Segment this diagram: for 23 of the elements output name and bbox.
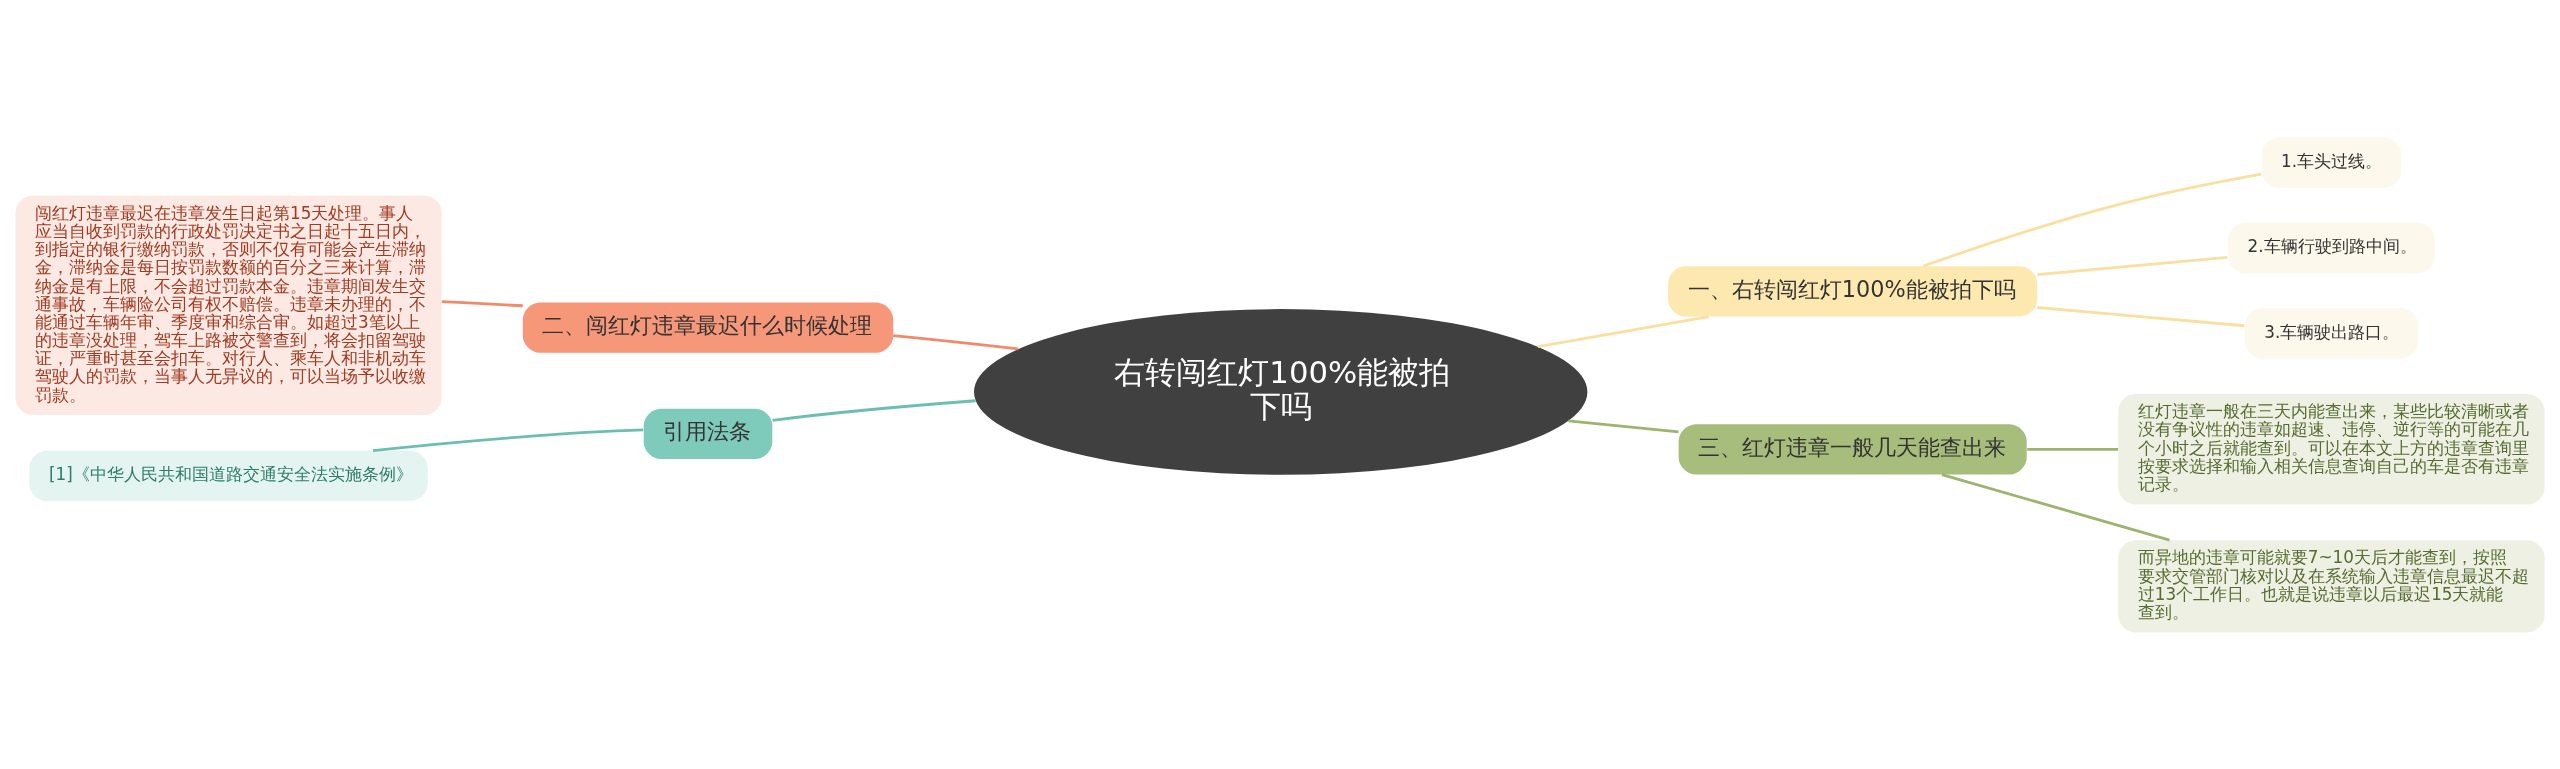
node-ellipse: 右转闯红灯100%能被拍下吗	[974, 308, 1588, 475]
connector	[2037, 305, 2245, 327]
connector	[1568, 418, 1679, 433]
node-box: 三、红灯违章一般几天能查出来	[1678, 423, 2027, 474]
connector	[1537, 314, 1709, 348]
node-box: 闯红灯违章最迟在违章发生日起第15天处理。事人应当自收到罚款的行政处罚决定书之日起十五日内，到指定的银行缴纳罚款，否则不仅有可能会产生滞纳金，滞纳金是每日按罚款数额的百分之三来计算，滞纳金是有上限，不会超过罚款本金。违章期间发生交通事故，车辆险公司有权不赔偿。违章未办理的，不能通过车辆年审、季度审和综合审。如超过3笔以上的违章没处理，驾车上路被交警查到，将会扣留驾驶证，严重时甚至会扣车。对行人、乘车人和非机动车驾驶人的罚款，当事人无异议的，可以当场予以收缴罚款。	[15, 195, 442, 415]
connector	[1923, 172, 2262, 267]
node-box: [1]《中华人民共和国道路交通安全法实施条例》	[29, 450, 428, 501]
node-box: 3.车辆驶出路口。	[2244, 307, 2419, 358]
node-box: 二、闯红灯违章最迟什么时候处理	[522, 302, 894, 353]
node-box: 1.车头过线。	[2261, 137, 2402, 188]
connector	[372, 428, 644, 452]
connector	[772, 398, 976, 422]
node-box: 2.车辆行驶到路中间。	[2228, 222, 2435, 273]
node-box: 而异地的违章可能就要7~10天后才能查到，按照要求交管部门核对以及在系统输入违章信息最迟不超过13个工作日。也就是说违章以后最迟15天就能查到。	[2118, 539, 2545, 632]
connector	[2037, 255, 2228, 276]
node-box: 红灯违章一般在三天内能查出来，某些比较清晰或者没有争议性的违章如超速、违停、逆行等的可能在几个小时之后就能查到。可以在本文上方的违章查询里按要求选择和输入相关信息查询自己的车是否有违章记录。	[2118, 393, 2545, 504]
connector	[893, 333, 1019, 350]
connector	[441, 299, 523, 307]
node-box: 引用法条	[643, 408, 773, 459]
connector	[1941, 472, 2170, 541]
connector	[2027, 447, 2119, 451]
node-box: 一、右转闯红灯100%能被拍下吗	[1668, 265, 2038, 316]
